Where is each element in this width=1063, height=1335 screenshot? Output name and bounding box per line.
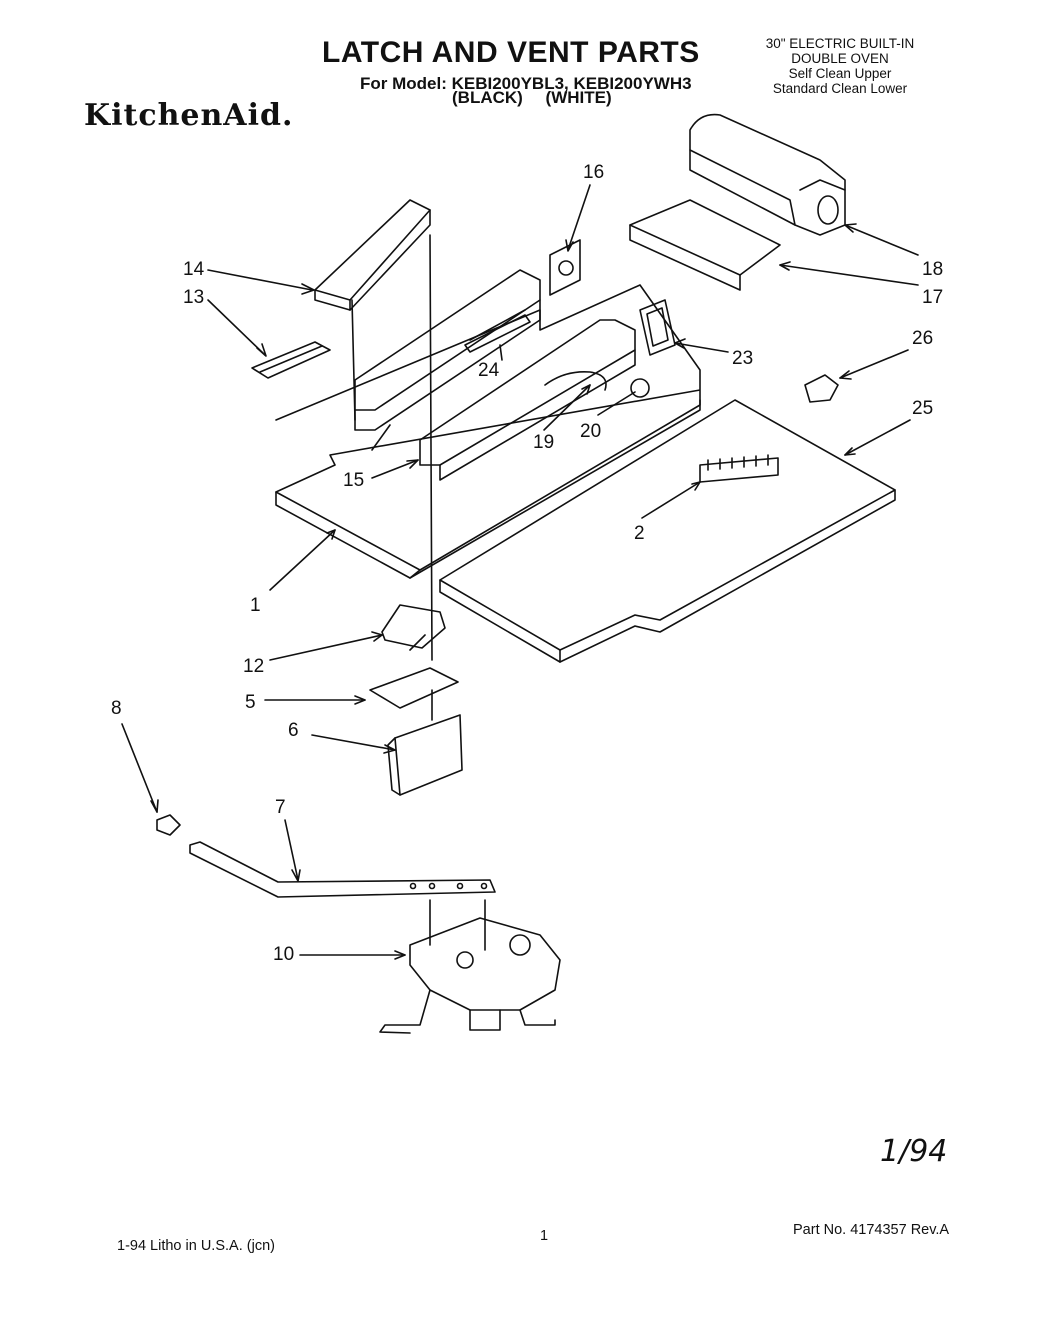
spec-line: Standard Clean Lower bbox=[772, 81, 908, 96]
spec-line: Self Clean Upper bbox=[788, 66, 892, 81]
brand-logo: KitchenAid. bbox=[84, 98, 294, 133]
footer-page-number: 1 bbox=[540, 1228, 549, 1244]
callout-10: 10 bbox=[273, 944, 295, 965]
part-5-plate bbox=[369, 667, 459, 709]
callout-23: 23 bbox=[732, 348, 754, 369]
part-2-terminal-block bbox=[699, 457, 779, 483]
part-1-panel bbox=[275, 284, 701, 571]
part-25-panel bbox=[439, 399, 896, 651]
part-6-shield bbox=[394, 714, 463, 796]
product-spec: 30" ELECTRIC BUILT-IN DOUBLE OVEN Self C… bbox=[740, 36, 940, 96]
callout-25: 25 bbox=[912, 398, 934, 419]
callout-1: 1 bbox=[250, 595, 261, 616]
footer-part-number: Part No. 4174357 Rev.A bbox=[793, 1222, 950, 1238]
callout-5: 5 bbox=[245, 692, 256, 713]
part-19-hose bbox=[544, 370, 607, 391]
part-16-grommet bbox=[549, 239, 581, 296]
page-title: LATCH AND VENT PARTS bbox=[322, 36, 700, 69]
callout-8: 8 bbox=[111, 698, 122, 719]
part-12-switch bbox=[381, 604, 446, 649]
callout-16: 16 bbox=[583, 162, 605, 183]
callout-15: 15 bbox=[343, 470, 365, 491]
part-7-link-arm bbox=[189, 841, 496, 898]
part-23-gasket bbox=[639, 299, 676, 356]
callout-13: 13 bbox=[183, 287, 205, 308]
part-24-sensor bbox=[464, 314, 531, 353]
part-20-thermostat bbox=[630, 378, 650, 398]
callout-18: 18 bbox=[922, 259, 944, 280]
callout-26: 26 bbox=[912, 328, 934, 349]
callout-12: 12 bbox=[243, 656, 265, 677]
part-13-bracket bbox=[251, 341, 331, 379]
spec-line: DOUBLE OVEN bbox=[791, 51, 889, 66]
callout-7: 7 bbox=[275, 797, 286, 818]
handwritten-date: 1/94 bbox=[880, 1134, 948, 1169]
callout-6: 6 bbox=[288, 720, 299, 741]
model-line: For Model: KEBI200YBL3, KEBI200YWH3 bbox=[360, 74, 692, 93]
callout-19: 19 bbox=[533, 432, 555, 453]
part-18-blower bbox=[689, 113, 846, 236]
callout-24: 24 bbox=[478, 360, 500, 381]
part-17-plate bbox=[629, 199, 781, 276]
part-10-latch bbox=[409, 917, 561, 1011]
color-variants: (BLACK) (WHITE) bbox=[452, 88, 612, 107]
callout-17: 17 bbox=[922, 287, 944, 308]
footer-litho: 1-94 Litho in U.S.A. (jcn) bbox=[117, 1238, 275, 1254]
callout-2: 2 bbox=[634, 523, 645, 544]
spec-line: 30" ELECTRIC BUILT-IN bbox=[765, 36, 915, 51]
part-15-channel-left bbox=[354, 269, 541, 411]
part-8-bumper bbox=[156, 814, 181, 836]
callout-14: 14 bbox=[183, 259, 205, 280]
part-26-clip bbox=[804, 374, 839, 403]
callout-20: 20 bbox=[580, 421, 602, 442]
